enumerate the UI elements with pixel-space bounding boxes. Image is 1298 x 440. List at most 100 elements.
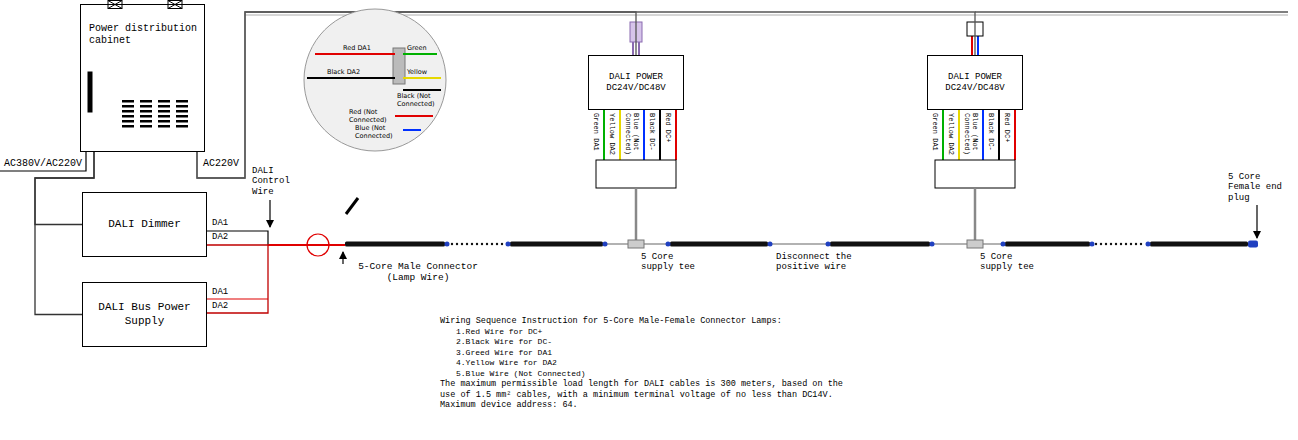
wiring-note: Disconnect the positive wire bbox=[776, 252, 866, 273]
dc-output-wires bbox=[604, 110, 1015, 160]
tee-callout: 5 Core supply tee bbox=[980, 252, 1046, 273]
lamp-dot bbox=[1130, 243, 1132, 245]
power-plug bbox=[638, 42, 640, 55]
lamp-dot bbox=[501, 243, 503, 245]
lamp-bar bbox=[670, 242, 768, 247]
signal-name: DA1 bbox=[212, 218, 228, 228]
wire-core bbox=[315, 53, 395, 55]
dimmer-box: DALI Dimmer bbox=[82, 192, 207, 257]
junction-box bbox=[935, 160, 1015, 188]
wire-color-label: Red (Not Connected) bbox=[349, 108, 393, 124]
wire-core bbox=[403, 89, 441, 91]
lamp-connector bbox=[445, 242, 450, 247]
dc-output-wires bbox=[619, 110, 621, 160]
dc-output-wires bbox=[603, 110, 605, 160]
lamp-connector bbox=[1090, 242, 1095, 247]
note-line: 2.Black Wire for DC- bbox=[440, 337, 876, 348]
lamp-bar bbox=[1005, 242, 1090, 247]
lamp-dot bbox=[476, 243, 478, 245]
cabinet-details bbox=[88, 72, 92, 112]
callout-arrow bbox=[269, 200, 270, 227]
vent-slat bbox=[158, 100, 170, 103]
box-title: DALI Dimmer bbox=[108, 218, 181, 231]
vent-slat bbox=[158, 120, 170, 123]
lamp-dot bbox=[1120, 243, 1122, 245]
wire-core bbox=[403, 77, 441, 79]
note-line: 3.Greed Wire for DA1 bbox=[440, 348, 876, 359]
wire-color-label: Blue (Not Connected) bbox=[624, 113, 640, 159]
connector-callout: 5-Core Male Connector (Lamp Wire) bbox=[348, 262, 488, 284]
lamp-dot bbox=[461, 243, 463, 245]
vent-slat bbox=[176, 115, 188, 118]
cabinet-box: Power distribution cabinet bbox=[80, 4, 205, 152]
lamp-bar bbox=[345, 242, 1248, 247]
dc-output-wires bbox=[659, 110, 661, 160]
dc-output-wires bbox=[998, 110, 1000, 160]
vent-slat bbox=[122, 120, 134, 123]
wire-color-label: Blue (Not Connected) bbox=[355, 124, 399, 140]
wire-color-label: Green DA1 bbox=[931, 113, 939, 159]
notes-heading: Wiring Sequence Instruction for 5-Core M… bbox=[440, 316, 860, 327]
vent-slat bbox=[176, 110, 188, 113]
lamp-dot bbox=[1095, 243, 1097, 245]
vent-slat bbox=[122, 105, 134, 108]
cabinet-details bbox=[88, 1, 188, 128]
wire-color-label: Green DA1 bbox=[592, 113, 600, 159]
wire-color-label: Blue (Not Connected) bbox=[963, 113, 979, 159]
lamp-connector bbox=[768, 242, 773, 247]
box-title: DALI Bus Power Supply bbox=[89, 301, 200, 327]
lamp-dot bbox=[496, 243, 498, 245]
lamp-dot bbox=[466, 243, 468, 245]
ac-feed-wire bbox=[975, 11, 1288, 12]
callout-arrow bbox=[342, 252, 343, 264]
vent-slat bbox=[176, 125, 188, 128]
bus-power-box: DALI Bus Power Supply bbox=[82, 282, 207, 347]
wire-color-label: Yellow DA2 bbox=[608, 113, 616, 159]
lamp-bar bbox=[345, 242, 445, 247]
vent-slat bbox=[140, 125, 152, 128]
voltage-label: AC380V/AC220V bbox=[4, 158, 82, 170]
dc-output-wires bbox=[1014, 110, 1016, 160]
tee-stem bbox=[635, 188, 638, 240]
wire-color-label: Black DC- bbox=[987, 113, 995, 159]
power-plug bbox=[632, 42, 634, 55]
wire-color-label: Green bbox=[407, 44, 427, 52]
wire-color-label: Black DC- bbox=[648, 113, 656, 159]
vent-slat bbox=[122, 125, 134, 128]
lamp-connector bbox=[826, 242, 831, 247]
note-line: Maximum device address: 64. bbox=[440, 400, 860, 411]
vent-slat bbox=[158, 110, 170, 113]
note-line: 1.Red Wire for DC+ bbox=[440, 327, 876, 338]
wire-core bbox=[307, 77, 395, 79]
vent-slat bbox=[122, 100, 134, 103]
vent-slat bbox=[176, 120, 188, 123]
lamp-connector bbox=[930, 242, 935, 247]
lamp-dot bbox=[1105, 243, 1107, 245]
lamp-link bbox=[628, 240, 644, 248]
lamp-bar bbox=[510, 242, 603, 247]
callout-arrow bbox=[1256, 205, 1257, 238]
power-plug bbox=[977, 36, 979, 55]
lamp-link bbox=[967, 240, 983, 248]
dc-output-wires bbox=[942, 110, 944, 160]
lamp-dot bbox=[471, 243, 473, 245]
wire-core bbox=[395, 115, 433, 117]
signal-name: DA1 bbox=[212, 287, 228, 297]
power-plug bbox=[630, 22, 983, 55]
note-line: 5.Blue Wire (Not Connected) bbox=[440, 369, 876, 380]
vent-slat bbox=[140, 120, 152, 123]
vent-slat bbox=[140, 115, 152, 118]
lamp-bar bbox=[830, 242, 930, 247]
box-title: DALI POWER DC24V/DC48V bbox=[932, 72, 1018, 94]
vent-slats bbox=[122, 100, 188, 128]
lamp-connector bbox=[1146, 242, 1151, 247]
ac-input-wire bbox=[0, 152, 86, 171]
note-line: The maximum permissible load length for … bbox=[440, 379, 860, 400]
vent-slat bbox=[176, 105, 188, 108]
lamp-link bbox=[768, 243, 830, 245]
wire-core bbox=[403, 129, 421, 131]
zoom-circle bbox=[304, 9, 446, 151]
lamp-dot bbox=[1110, 243, 1112, 245]
